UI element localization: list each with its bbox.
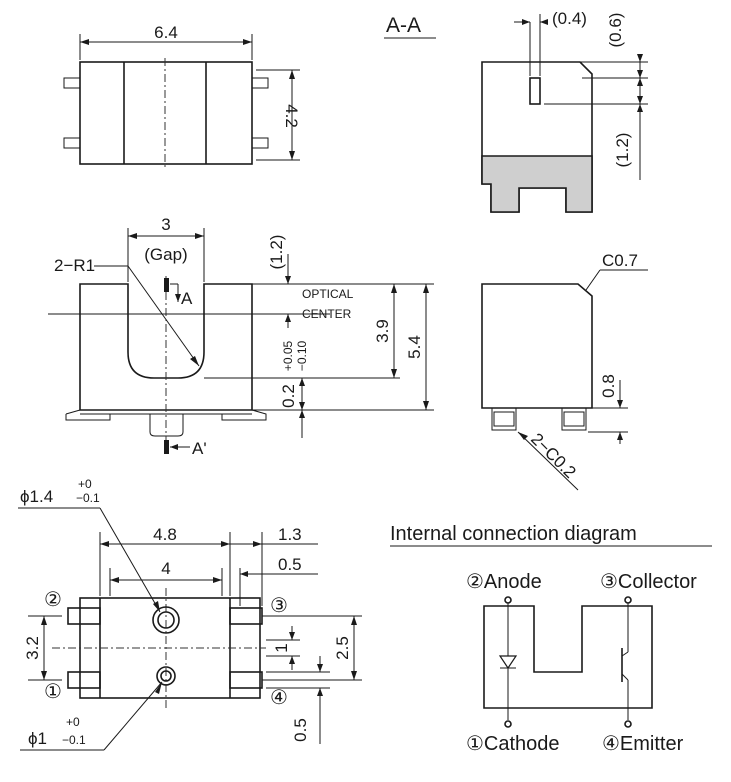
front-tol-minus: −0.10 <box>295 340 309 371</box>
pin2-marker: ② <box>44 589 62 611</box>
front-gap-label: 3 <box>161 215 170 234</box>
front-total-height-label: 5.4 <box>405 335 424 359</box>
bottom-view: 3.2 ② ① ③ ④ 4.8 4 1.3 0.5 <box>18 477 362 751</box>
pin1-marker: ① <box>44 681 62 703</box>
hole1-tol-plus: +0 <box>78 477 92 491</box>
emitter-terminal <box>624 720 632 728</box>
optical-center-label-1: OPTICAL <box>302 287 354 301</box>
side-view: C0.7 0.8 2−C0.2 <box>481 251 648 491</box>
hole2-tol-plus: +0 <box>66 715 80 729</box>
bottom-pitch-outer-label: 4.8 <box>153 525 177 544</box>
bottom-lead-gap-label: 0.5 <box>291 718 310 742</box>
bottom-lead-length-label: 1.3 <box>278 525 302 544</box>
top-view-height-label: 4.2 <box>282 104 301 128</box>
optical-center-label-2: CENTER <box>302 307 352 321</box>
hole1-dia-label: ϕ1.4 <box>20 487 53 506</box>
section-aa-slot-label: (0.4) <box>552 9 587 28</box>
side-chamfer-top-label: C0.7 <box>602 251 638 270</box>
cathode-label: ①Cathode <box>466 733 560 755</box>
collector-terminal <box>624 596 632 604</box>
side-chamfer-bottom-label: 2−C0.2 <box>527 429 580 482</box>
top-view: 6.4 4.2 <box>63 23 301 170</box>
section-aa-label: A-A <box>386 14 421 37</box>
bottom-pitch-inner-label: 4 <box>161 559 170 578</box>
section-aa-depth-label: (1.2) <box>613 133 632 168</box>
front-center-height-label: 3.9 <box>373 319 392 343</box>
front-top-offset-label: (1.2) <box>267 235 286 270</box>
front-gap-caption: (Gap) <box>144 245 187 264</box>
bottom-row-pitch-label: 3.2 <box>23 636 42 660</box>
emitter-label: ④Emitter <box>602 733 684 755</box>
hole2-tol-minus: −0.1 <box>62 733 86 747</box>
connection-outline <box>483 605 653 709</box>
front-radius-label: 2−R1 <box>54 256 95 275</box>
front-view: 3 (Gap) 2−R1 A A' (1.2) OPTICAL CENTER +… <box>48 215 434 458</box>
bottom-lead-width-label: 0.5 <box>278 555 302 574</box>
cathode-terminal <box>504 720 512 728</box>
side-foot-height-label: 0.8 <box>599 374 618 398</box>
hole2-dia-label: ϕ1 <box>28 729 47 748</box>
bottom-row-pitch-right-label: 2.5 <box>333 636 352 660</box>
anode-terminal <box>504 596 512 604</box>
front-tol-base: 0.2 <box>279 384 298 408</box>
connection-title: Internal connection diagram <box>390 523 637 545</box>
top-view-body <box>79 61 253 165</box>
diode-symbol <box>498 655 518 670</box>
connection-diagram: Internal connection diagram ②Anode ③Coll… <box>390 523 712 755</box>
collector-label: ③Collector <box>600 571 697 593</box>
pin4-marker: ④ <box>270 687 288 709</box>
bottom-lead-height-label: 1 <box>272 643 291 652</box>
section-mark-a: A <box>181 289 193 308</box>
front-tol-plus: +0.05 <box>281 340 295 371</box>
top-view-width-label: 6.4 <box>154 23 178 42</box>
side-view-body <box>481 283 593 409</box>
pin3-marker: ③ <box>270 595 288 617</box>
section-aa-offset-label: (0.6) <box>606 13 625 48</box>
section-mark-a-prime: A' <box>192 439 207 458</box>
hole1-tol-minus: −0.1 <box>76 491 100 505</box>
anode-label: ②Anode <box>466 571 542 593</box>
section-aa: A-A (0.4) (0.6) (1.2) <box>384 9 648 213</box>
